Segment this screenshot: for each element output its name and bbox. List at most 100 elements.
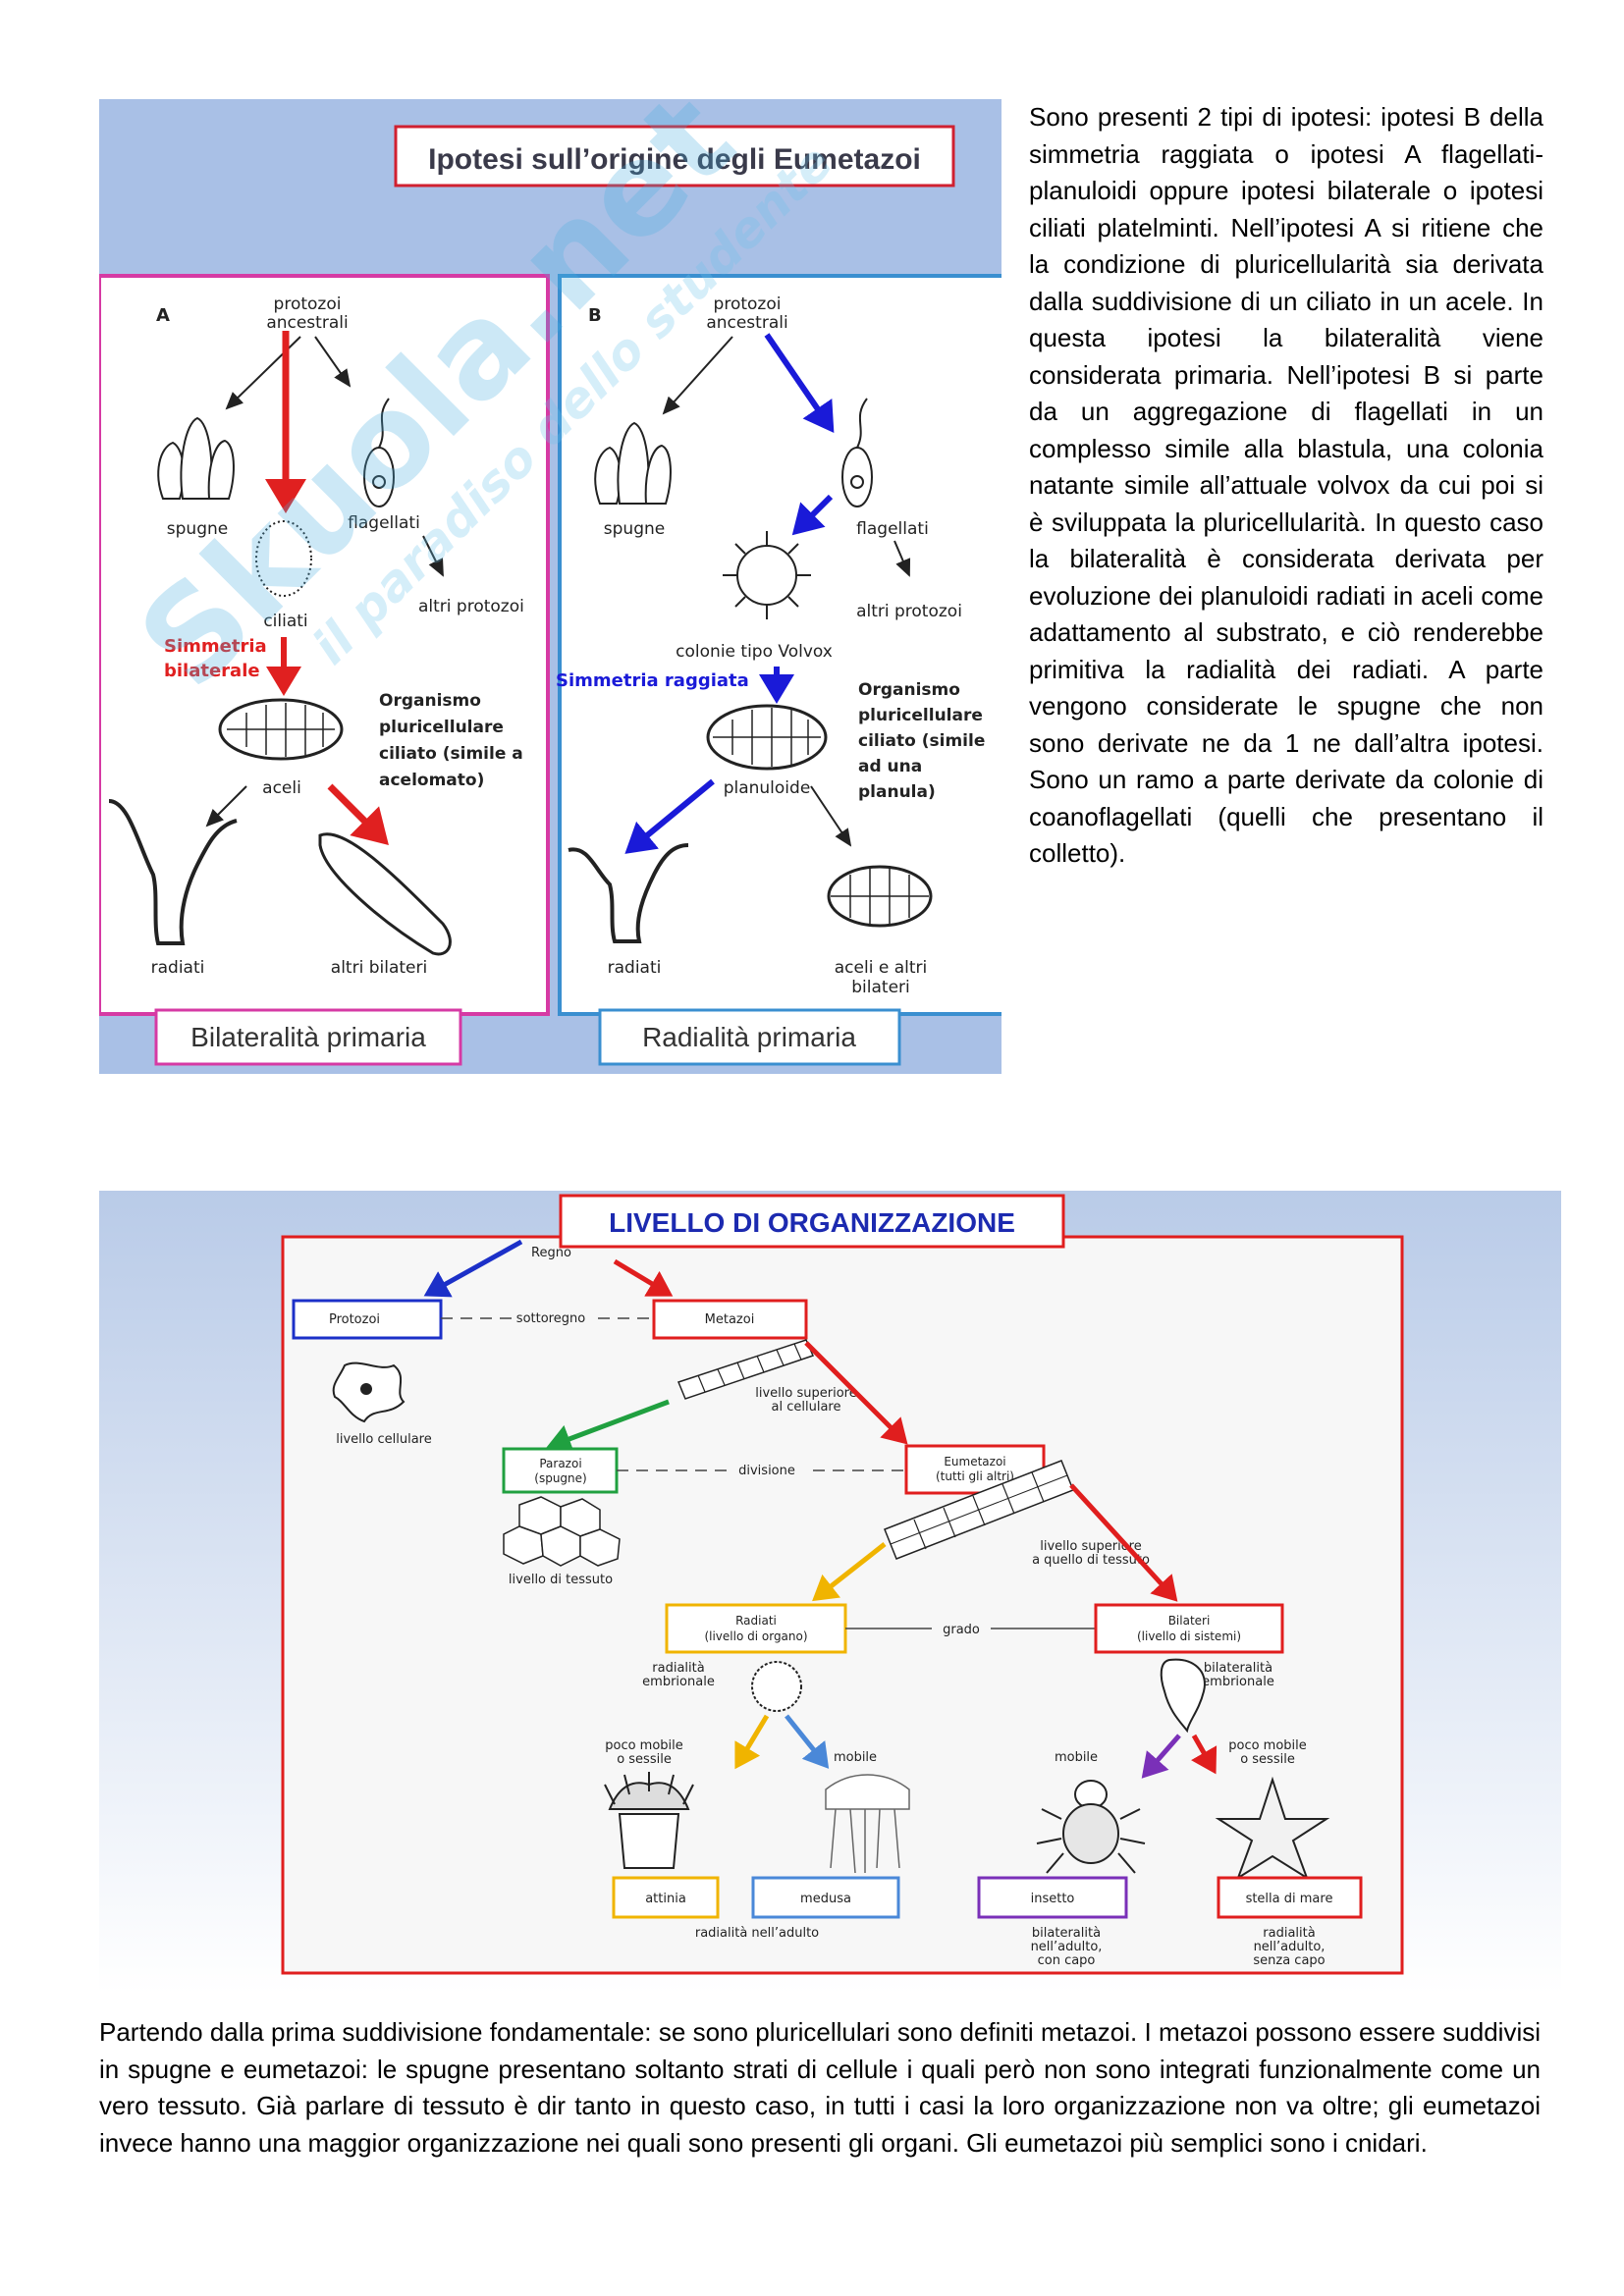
- radiate-drawing-b: [568, 843, 689, 943]
- panel-b: [558, 274, 1001, 1016]
- starfish-drawing: [1215, 1776, 1330, 1881]
- label-parazoi-1: Parazoi: [539, 1457, 581, 1470]
- panel-b-organism-5: planula): [858, 782, 936, 802]
- label-radiati-2: (livello di organo): [704, 1629, 807, 1643]
- cell-strip-1: [677, 1339, 815, 1400]
- label-stella: stella di mare: [1246, 1892, 1333, 1906]
- label-insetto: insetto: [1031, 1892, 1075, 1906]
- label-protozoi: Protozoi: [329, 1312, 380, 1327]
- volvox-drawing: [723, 531, 811, 619]
- flagellate-drawing-a: [363, 398, 395, 507]
- box-insetto: [977, 1876, 1128, 1919]
- label-mobile-1: mobile: [834, 1750, 877, 1765]
- figure-organization-level: LIVELLO DI ORGANIZZAZIONE Regno Protozoi…: [99, 1191, 1561, 1994]
- organization-text: Partendo dalla prima suddivisione fondam…: [99, 2017, 1541, 2158]
- label-medusa: medusa: [800, 1892, 851, 1906]
- panel-a-ancestor-1: protozoi: [274, 294, 342, 314]
- panel-b-radiates: radiati: [608, 958, 662, 978]
- label-radialita-adulto-senza-1: radialità: [1263, 1926, 1315, 1941]
- label-radialita-embrionale-1: radialità: [652, 1661, 704, 1676]
- label-bilateri-1: Bilateri: [1168, 1614, 1211, 1628]
- panel-a-radiates: radiati: [151, 958, 205, 978]
- panel-b-colonies: colonie tipo Volvox: [676, 642, 833, 662]
- label-attinia: attinia: [645, 1892, 686, 1906]
- box-attinia: [612, 1876, 720, 1919]
- label-radialita-embrionale-2: embrionale: [642, 1675, 715, 1689]
- radial-embryo-drawing: [751, 1661, 802, 1712]
- panel-a-organism-3: ciliato (simile a: [379, 744, 523, 764]
- panel-b-ancestor-1: protozoi: [714, 294, 782, 314]
- label-poco-mobile-2b: o sessile: [1240, 1752, 1295, 1767]
- figure2-title-box: [559, 1194, 1065, 1249]
- label-poco-mobile-1a: poco mobile: [605, 1738, 683, 1753]
- label-livello-tessuto: livello di tessuto: [509, 1573, 613, 1587]
- box-protozoi: [292, 1299, 443, 1340]
- panel-a-symmetry-1: Simmetria: [164, 636, 267, 657]
- figure1-title-box: [394, 125, 955, 187]
- panel-b-ancestor-2: ancestrali: [706, 313, 787, 333]
- ciliate-drawing: [255, 520, 312, 597]
- box-medusa: [751, 1876, 900, 1919]
- label-radialita-adulto-senza-3: senza capo: [1253, 1953, 1325, 1968]
- label-bilateralita-embrionale-1: bilateralità: [1204, 1661, 1272, 1676]
- label-livello-superiore-tessuto-1: livello superiore: [1040, 1539, 1141, 1554]
- panel-a: [99, 274, 550, 1016]
- figure1-title: Ipotesi sull’origine degli Eumetazoi: [428, 143, 921, 176]
- panel-b-organism-2: pluricellulare: [858, 706, 983, 725]
- label-livello-superiore-cellulare-2: al cellulare: [772, 1400, 841, 1415]
- panel-a-footer: Bilateralità primaria: [190, 1022, 426, 1052]
- radiate-drawing-a: [108, 799, 238, 945]
- label-poco-mobile-1b: o sessile: [617, 1752, 672, 1767]
- panel-b-aceli-other-2: bilateri: [851, 978, 910, 997]
- panel-b-organism-4: ad una: [858, 757, 922, 776]
- label-eumetazoi-2: (tutti gli altri): [936, 1469, 1014, 1483]
- box-radiati: [665, 1603, 847, 1654]
- panel-b-other-protozoa: altri protozoi: [856, 602, 962, 621]
- panel-b-planuloid: planuloide: [724, 778, 811, 798]
- panel-a-aceli: aceli: [262, 778, 301, 798]
- panel-b-letter: B: [588, 305, 602, 326]
- label-livello-superiore-tessuto-2: a quello di tessuto: [1032, 1553, 1150, 1568]
- panel-a-other-bilaterians: altri bilateri: [331, 958, 427, 978]
- label-bilateri-2: (livello di sistemi): [1137, 1629, 1241, 1643]
- figure2-title: LIVELLO DI ORGANIZZAZIONE: [609, 1207, 1015, 1238]
- label-bilateralita-embrionale-2: embrionale: [1202, 1675, 1274, 1689]
- panel-a-flagellates: flagellati: [348, 513, 420, 533]
- panel-a-letter: A: [156, 305, 170, 326]
- label-radialita-adulto: radialità nell’adulto: [695, 1926, 819, 1941]
- label-mobile-2: mobile: [1055, 1750, 1098, 1765]
- panel-b-organism-3: ciliato (simile: [858, 731, 985, 751]
- panel-b-flagellates: flagellati: [856, 519, 929, 539]
- label-bilateralita-adulto-3: con capo: [1038, 1953, 1096, 1968]
- panel-b-organism-1: Organismo: [858, 680, 960, 700]
- flatworm-drawing-a: [318, 832, 452, 956]
- label-regno: Regno: [531, 1246, 571, 1260]
- panel-b-aceli-other-1: aceli e altri: [835, 958, 927, 978]
- box-parazoi: [502, 1447, 619, 1494]
- label-livello-cellulare: livello cellulare: [336, 1432, 431, 1447]
- label-poco-mobile-2a: poco mobile: [1228, 1738, 1307, 1753]
- box-stella: [1217, 1876, 1363, 1919]
- label-livello-superiore-cellulare-1: livello superiore: [755, 1386, 856, 1401]
- sea-anemone-drawing: [604, 1772, 694, 1869]
- panel-a-symmetry-2: bilaterale: [164, 661, 260, 681]
- bilateral-embryo-drawing: [1160, 1658, 1206, 1734]
- label-eumetazoi-1: Eumetazoi: [944, 1455, 1005, 1468]
- panel-a-footer-box: [154, 1008, 462, 1066]
- box-metazoi: [652, 1299, 808, 1340]
- tissue-cells: [503, 1496, 621, 1567]
- label-radialita-adulto-senza-2: nell’adulto,: [1254, 1940, 1326, 1954]
- label-metazoi: Metazoi: [705, 1312, 755, 1327]
- sponge-drawing-b: [594, 421, 672, 505]
- label-bilateralita-adulto-1: bilateralità: [1032, 1926, 1101, 1941]
- sponge-drawing-a: [157, 416, 235, 500]
- box-bilateri: [1094, 1603, 1284, 1654]
- hypothesis-text: Sono presenti 2 tipi di ipotesi: ipotesi…: [1029, 102, 1543, 868]
- label-sottoregno: sottoregno: [516, 1311, 585, 1326]
- flagellate-drawing-b: [841, 398, 873, 507]
- panel-a-ancestor-2: ancestrali: [266, 313, 348, 333]
- figure-eumetazoi-origin: Ipotesi sull’origine degli Eumetazoi A p…: [99, 99, 1001, 1074]
- panel-a-organism-4: acelomato): [379, 771, 484, 790]
- panel-b-symmetry: Simmetria raggiata: [556, 670, 749, 691]
- label-bilateralita-adulto-2: nell’adulto,: [1031, 1940, 1103, 1954]
